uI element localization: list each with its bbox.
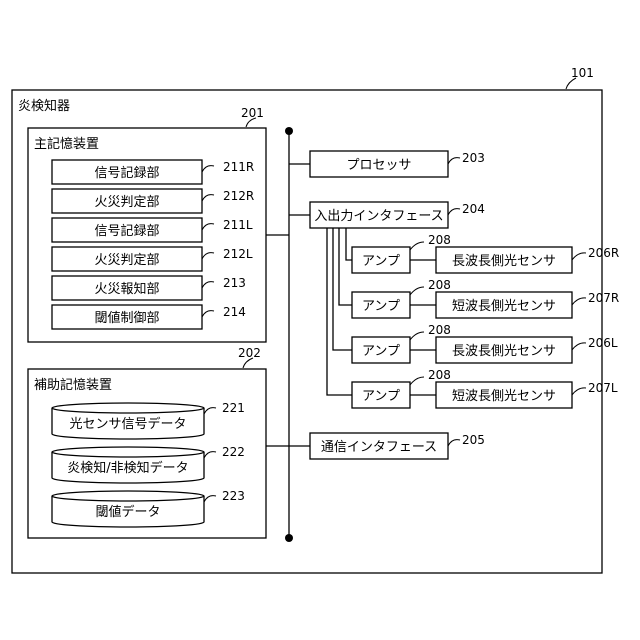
module-label: 閾値制御部: [94, 310, 159, 326]
module-ref: 213: [223, 276, 246, 290]
module-ref: 212R: [223, 189, 254, 203]
store-ref-leader: [204, 408, 216, 414]
comm-interface-label: 通信インタフェース: [321, 440, 437, 455]
sensor-ref-leader: [572, 298, 586, 305]
main-memory-label: 主記憶装置: [34, 136, 99, 152]
module-ref: 214: [223, 305, 246, 319]
amp-label: アンプ: [362, 299, 400, 314]
amp-label: アンプ: [362, 344, 400, 359]
aux-memory-label: 補助記憶装置: [34, 377, 112, 393]
module-ref-leader: [202, 311, 214, 317]
store-ref: 221: [222, 401, 245, 415]
amp-label: アンプ: [362, 254, 400, 269]
store-label: 炎検知/非検知データ: [67, 460, 188, 476]
bus-bottom-terminal: [285, 534, 293, 542]
module-label: 火災判定部: [94, 253, 159, 268]
sensor-ref-leader: [572, 388, 586, 395]
sensor-ref: 206R: [588, 246, 619, 260]
store-top: [52, 447, 204, 457]
amp-label: アンプ: [362, 389, 400, 404]
amp-ref: 208: [428, 368, 451, 382]
store-top: [52, 403, 204, 413]
module-ref-leader: [202, 282, 214, 288]
module-ref-leader: [202, 195, 214, 201]
amp-ref-leader: [410, 287, 424, 295]
io-interface-ref-leader: [448, 209, 460, 215]
amp-ref-leader: [410, 377, 424, 385]
sensor-ref-leader: [572, 253, 586, 260]
store-ref: 222: [222, 445, 245, 459]
sensor-label: 短波長側光センサ: [452, 389, 556, 404]
data-store-cylinder: 炎検知/非検知データ: [52, 447, 204, 483]
module-label: 信号記録部: [94, 223, 159, 239]
store-label: 光センサ信号データ: [69, 416, 186, 432]
comm-interface-ref: 205: [462, 433, 485, 447]
module-label: 火災報知部: [94, 281, 159, 297]
store-ref-leader: [204, 496, 216, 502]
main-memory-ref: 201: [241, 106, 264, 120]
module-ref-leader: [202, 253, 214, 259]
io-interface-label: 入出力インタフェース: [314, 209, 443, 224]
processor-ref: 203: [462, 151, 485, 165]
data-store-cylinder: 光センサ信号データ: [52, 403, 204, 439]
amp-ref-leader: [410, 242, 424, 250]
io-interface-ref: 204: [462, 202, 485, 216]
main-memory: 主記憶装置 201 信号記録部 211R 火災判定部 212R 信号記録部 211L 火災判…: [28, 106, 266, 342]
amp-ref: 208: [428, 278, 451, 292]
sensor-label: 長波長側光センサ: [452, 344, 556, 359]
io-to-amp-wire: [346, 228, 352, 260]
bus-top-terminal: [285, 127, 293, 135]
module-label: 信号記録部: [94, 165, 159, 181]
module-ref: 212L: [223, 247, 253, 261]
device-ref: 101: [571, 66, 594, 80]
aux-memory: 補助記憶装置 202 光センサ信号データ 221 炎検知/非検知データ 222 閾値デー…: [28, 346, 266, 538]
aux-memory-ref: 202: [238, 346, 261, 360]
processor-label: プロセッサ: [346, 158, 411, 173]
module-ref-leader: [202, 166, 214, 172]
processor-ref-leader: [448, 158, 460, 164]
sensor-label: 長波長側光センサ: [452, 254, 556, 269]
amp-ref: 208: [428, 233, 451, 247]
io-to-amp-wire: [333, 228, 352, 350]
module-ref-leader: [202, 224, 214, 230]
store-ref-leader: [204, 452, 216, 458]
sensor-ref-leader: [572, 343, 586, 350]
sensor-label: 短波長側光センサ: [452, 299, 556, 314]
sensor-ref: 207R: [588, 291, 619, 305]
amp-ref: 208: [428, 323, 451, 337]
store-label: 閾値データ: [95, 504, 160, 520]
amp-ref-leader: [410, 332, 424, 340]
store-top: [52, 491, 204, 501]
sensor-ref: 206L: [588, 336, 618, 350]
module-label: 火災判定部: [94, 195, 159, 210]
comm-interface-ref-leader: [448, 440, 460, 446]
module-ref: 211R: [223, 160, 254, 174]
device-title: 炎検知器: [18, 98, 70, 114]
module-ref: 211L: [223, 218, 253, 232]
sensor-ref: 207L: [588, 381, 618, 395]
store-ref: 223: [222, 489, 245, 503]
data-store-cylinder: 閾値データ: [52, 491, 204, 527]
